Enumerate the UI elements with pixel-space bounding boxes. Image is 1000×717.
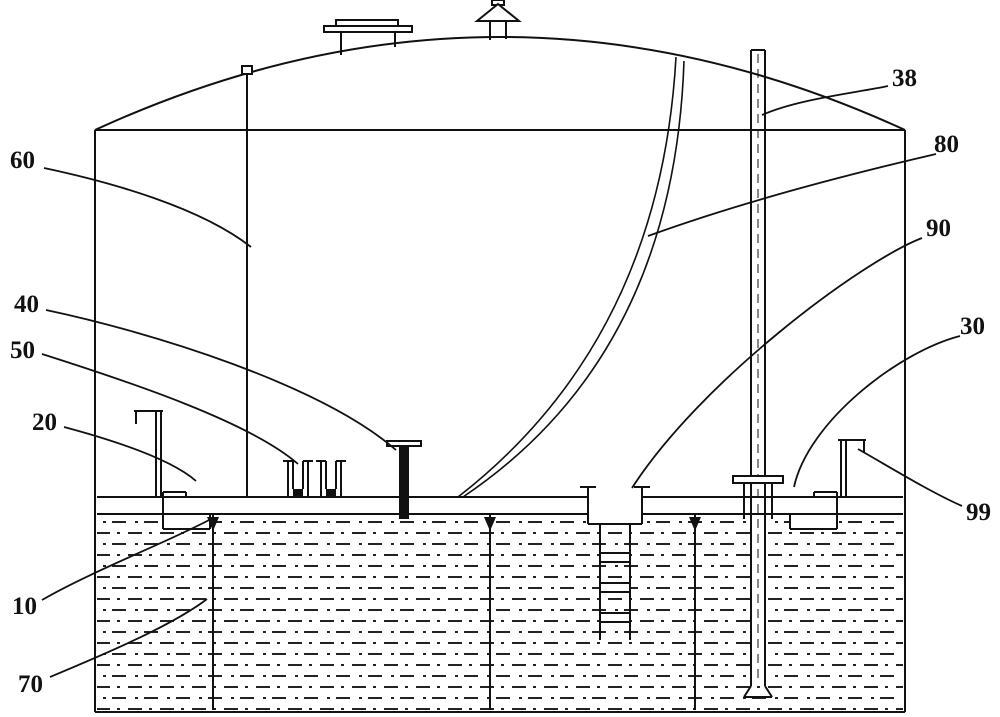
label-70: 70 bbox=[18, 671, 43, 698]
deck-stanchion-right bbox=[838, 439, 866, 496]
gauge-well bbox=[580, 486, 650, 640]
guide-pole bbox=[241, 65, 253, 497]
label-40: 40 bbox=[14, 291, 39, 318]
ladder-rung bbox=[599, 612, 631, 623]
well-ladder bbox=[599, 524, 631, 640]
left-rim-mask bbox=[164, 515, 209, 528]
channel-fitting-a bbox=[283, 460, 313, 497]
dome-roof bbox=[94, 36, 906, 131]
pipe-deck-flange bbox=[732, 475, 784, 484]
dip-pipe bbox=[732, 49, 784, 698]
vent-cap bbox=[474, 2, 522, 22]
label-80: 80 bbox=[934, 131, 959, 158]
left-rim-flange bbox=[163, 491, 187, 497]
tank-shell bbox=[94, 36, 906, 713]
leader-20 bbox=[63, 426, 197, 482]
leader-30 bbox=[793, 335, 961, 488]
cable-guide bbox=[457, 56, 685, 498]
channel-base bbox=[326, 489, 336, 497]
deck-stanchion-left bbox=[134, 410, 163, 496]
leader-90 bbox=[631, 237, 923, 489]
bleeder-stem bbox=[399, 446, 409, 519]
well-mask bbox=[589, 488, 641, 524]
support-legs bbox=[207, 514, 701, 710]
label-99: 99 bbox=[966, 499, 991, 526]
labels: 60 40 50 20 10 70 38 80 90 30 99 bbox=[10, 65, 991, 698]
left-rim-seal bbox=[162, 491, 211, 530]
label-30: 30 bbox=[960, 313, 985, 340]
cable-line-b bbox=[462, 60, 685, 498]
right-rim-seal bbox=[789, 491, 838, 530]
liquid bbox=[97, 517, 903, 711]
pole-roof-fitting bbox=[241, 65, 253, 75]
roof-hatch bbox=[323, 19, 413, 55]
roof-vent bbox=[474, 0, 522, 40]
leader-60 bbox=[43, 167, 252, 248]
label-38: 38 bbox=[892, 65, 917, 92]
leader-10 bbox=[41, 518, 212, 601]
ladder-rung bbox=[599, 582, 631, 593]
cable-line-a bbox=[457, 56, 677, 498]
leader-50 bbox=[41, 353, 299, 465]
channel-fitting-b bbox=[316, 460, 346, 497]
channel-base bbox=[293, 489, 303, 497]
leader-38 bbox=[761, 85, 889, 116]
label-20: 20 bbox=[32, 409, 57, 436]
right-rim-mask bbox=[791, 515, 836, 528]
leg-arrow bbox=[484, 517, 496, 531]
pipe-foot bbox=[743, 685, 773, 698]
hatch-flange bbox=[323, 25, 413, 33]
label-10: 10 bbox=[12, 593, 37, 620]
channel-inner-walls bbox=[325, 461, 337, 489]
channel-walls bbox=[320, 461, 342, 497]
ladder-rung bbox=[599, 552, 631, 563]
floating-deck bbox=[97, 496, 903, 515]
leader-lines bbox=[41, 85, 963, 678]
leader-80 bbox=[647, 153, 937, 237]
deck-band bbox=[97, 496, 903, 515]
leader-70 bbox=[49, 598, 208, 678]
label-50: 50 bbox=[10, 337, 35, 364]
label-90: 90 bbox=[926, 215, 951, 242]
deck-channel-fittings bbox=[283, 460, 346, 497]
leg-arrow bbox=[689, 517, 701, 531]
label-60: 60 bbox=[10, 147, 35, 174]
liquid-hatch-fill bbox=[97, 517, 903, 711]
bleeder-cap bbox=[386, 440, 422, 447]
right-rim-flange bbox=[813, 491, 837, 497]
channel-walls bbox=[287, 461, 309, 497]
leader-40 bbox=[45, 309, 397, 451]
leader-99 bbox=[857, 448, 963, 507]
channel-inner-walls bbox=[292, 461, 304, 489]
